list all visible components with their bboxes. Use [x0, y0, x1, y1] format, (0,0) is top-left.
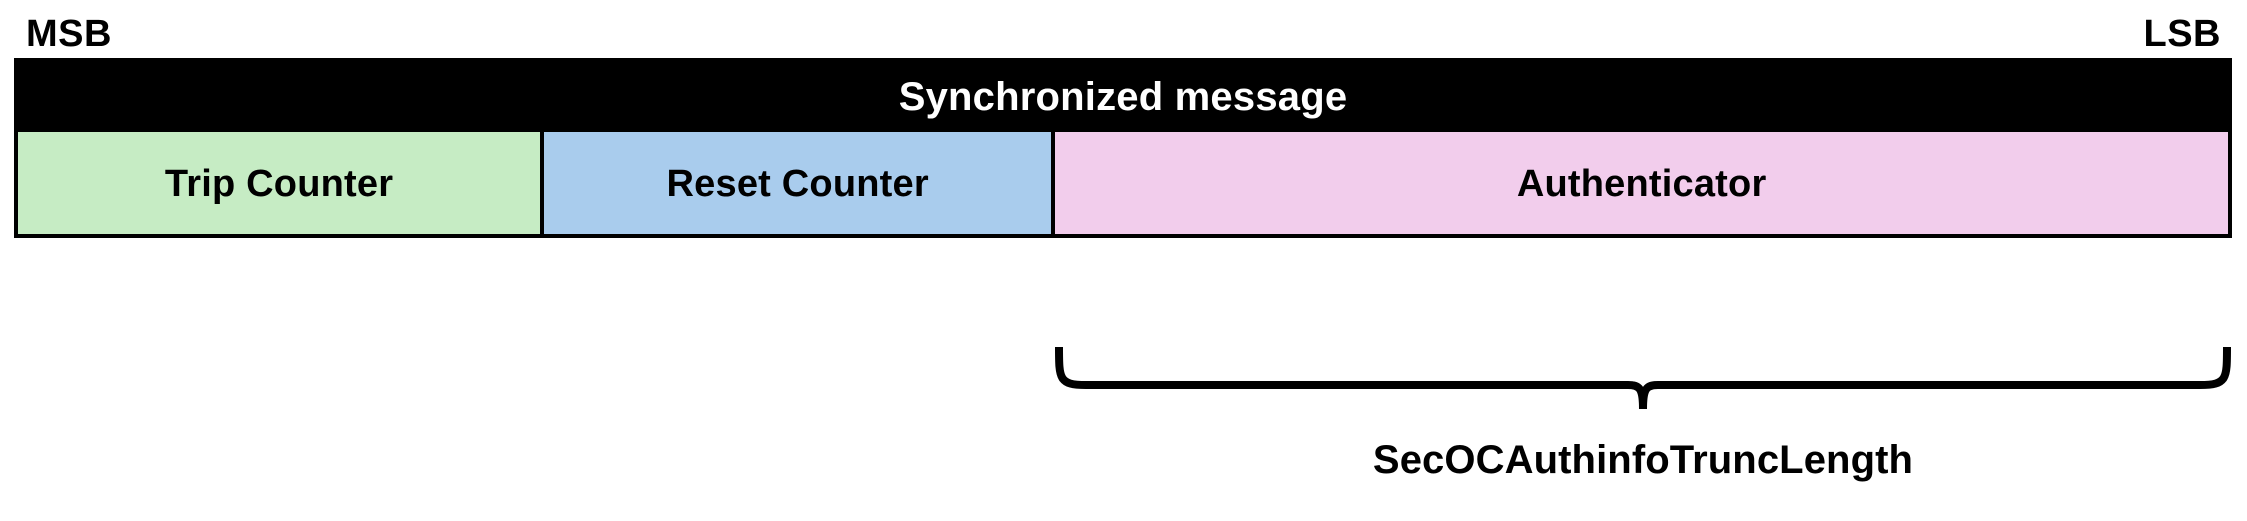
lsb-label: LSB [2143, 13, 2221, 55]
synchronized-message-label: Synchronized message [898, 74, 1348, 119]
curly-brace-icon [1055, 346, 2231, 410]
authenticator-brace [1052, 345, 2234, 411]
field-authenticator: Authenticator [1051, 132, 2232, 238]
brace-caption: SecOCAuthinfoTruncLength [1372, 438, 1914, 482]
field-reset-counter-label: Reset Counter [666, 162, 929, 205]
field-trip-counter-label: Trip Counter [164, 162, 394, 205]
field-authenticator-label: Authenticator [1516, 162, 1767, 205]
field-trip-counter: Trip Counter [14, 132, 545, 238]
field-reset-counter: Reset Counter [540, 132, 1056, 238]
msb-label: MSB [26, 13, 112, 55]
field-row: Trip Counter Reset Counter Authenticator [14, 132, 2232, 238]
synchronized-message-bar: Synchronized message [14, 58, 2232, 132]
